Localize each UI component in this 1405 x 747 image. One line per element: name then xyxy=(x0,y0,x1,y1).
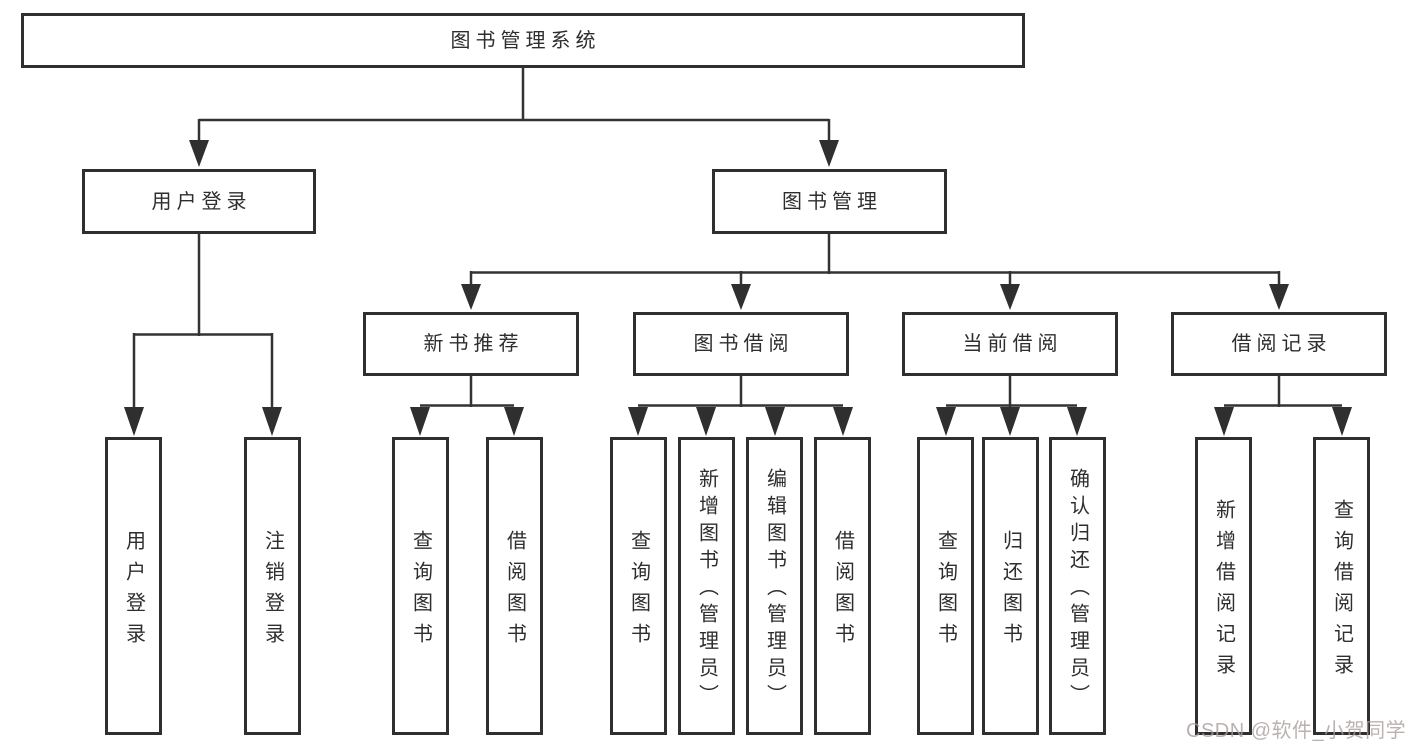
leaf-user-login-label: 用户登录 xyxy=(122,529,145,654)
arrowhead xyxy=(1000,284,1020,310)
leaf-logout-label: 注销登录 xyxy=(261,529,284,654)
node-book-borrow-label: 图书借阅 xyxy=(693,333,794,355)
arrowhead xyxy=(461,284,481,310)
leaf-return-book: 归还图书 xyxy=(982,437,1039,735)
leaf-confirm-return-admin: 确认归还（管理员） xyxy=(1049,437,1106,735)
csdn-watermark: CSDN @软件_小贺同学 xyxy=(1186,720,1405,742)
leaf-add-book-admin-label: 新增图书（管理员） xyxy=(695,468,718,711)
node-borrow-records: 借阅记录 xyxy=(1171,312,1387,376)
leaf-query-books-current-label: 查询图书 xyxy=(934,529,957,654)
node-user-login: 用户登录 xyxy=(82,169,316,234)
leaf-query-books-recommend: 查询图书 xyxy=(392,437,449,735)
arrowhead xyxy=(1214,407,1234,436)
arrowhead xyxy=(1269,284,1289,310)
leaf-add-book-admin: 新增图书（管理员） xyxy=(678,437,735,735)
arrowhead xyxy=(504,407,524,436)
node-current-borrow: 当前借阅 xyxy=(902,312,1118,376)
leaf-borrow-books-recommend: 借阅图书 xyxy=(486,437,543,735)
leaf-query-borrow-record-label: 查询借阅记录 xyxy=(1330,498,1353,685)
arrowhead xyxy=(1332,407,1352,436)
arrowhead xyxy=(628,407,648,436)
node-current-borrow-label: 当前借阅 xyxy=(962,333,1063,355)
arrowhead xyxy=(262,407,282,436)
arrowhead xyxy=(833,407,853,436)
node-borrow-records-label: 借阅记录 xyxy=(1231,333,1332,355)
arrowhead xyxy=(189,140,209,167)
leaf-query-books-borrow: 查询图书 xyxy=(610,437,667,735)
tree-edges xyxy=(132,68,1342,410)
arrowhead xyxy=(1067,407,1087,436)
arrowhead xyxy=(696,407,716,436)
node-book-management-label: 图书管理 xyxy=(782,190,882,213)
node-new-book-recommend-label: 新书推荐 xyxy=(423,333,524,355)
leaf-logout: 注销登录 xyxy=(244,437,301,735)
leaf-add-borrow-record: 新增借阅记录 xyxy=(1195,437,1252,735)
leaf-add-borrow-record-label: 新增借阅记录 xyxy=(1212,498,1235,685)
node-user-login-label: 用户登录 xyxy=(151,190,252,213)
node-book-management: 图书管理 xyxy=(712,169,947,234)
leaf-confirm-return-admin-label: 确认归还（管理员） xyxy=(1066,468,1089,711)
arrowhead xyxy=(731,284,751,310)
leaf-borrow-books-label: 借阅图书 xyxy=(831,529,854,654)
leaf-query-books-borrow-label: 查询图书 xyxy=(627,529,650,654)
leaf-edit-book-admin-label: 编辑图书（管理员） xyxy=(763,468,786,711)
node-root-label: 图书管理系统 xyxy=(450,29,601,52)
node-book-borrow: 图书借阅 xyxy=(633,312,849,376)
arrowhead xyxy=(1000,407,1020,436)
arrowhead xyxy=(410,407,430,436)
arrowhead xyxy=(124,407,144,436)
leaf-query-books-current: 查询图书 xyxy=(917,437,974,735)
node-root: 图书管理系统 xyxy=(21,13,1025,68)
leaf-borrow-books-recommend-label: 借阅图书 xyxy=(503,529,526,654)
arrowhead xyxy=(936,407,956,436)
leaf-edit-book-admin: 编辑图书（管理员） xyxy=(746,437,803,735)
leaf-return-book-label: 归还图书 xyxy=(999,529,1022,654)
arrowhead xyxy=(765,407,785,436)
leaf-borrow-books: 借阅图书 xyxy=(814,437,871,735)
leaf-query-books-recommend-label: 查询图书 xyxy=(409,529,432,654)
leaf-query-borrow-record: 查询借阅记录 xyxy=(1313,437,1370,735)
arrowhead xyxy=(819,140,839,167)
node-new-book-recommend: 新书推荐 xyxy=(363,312,579,376)
leaf-user-login: 用户登录 xyxy=(105,437,162,735)
